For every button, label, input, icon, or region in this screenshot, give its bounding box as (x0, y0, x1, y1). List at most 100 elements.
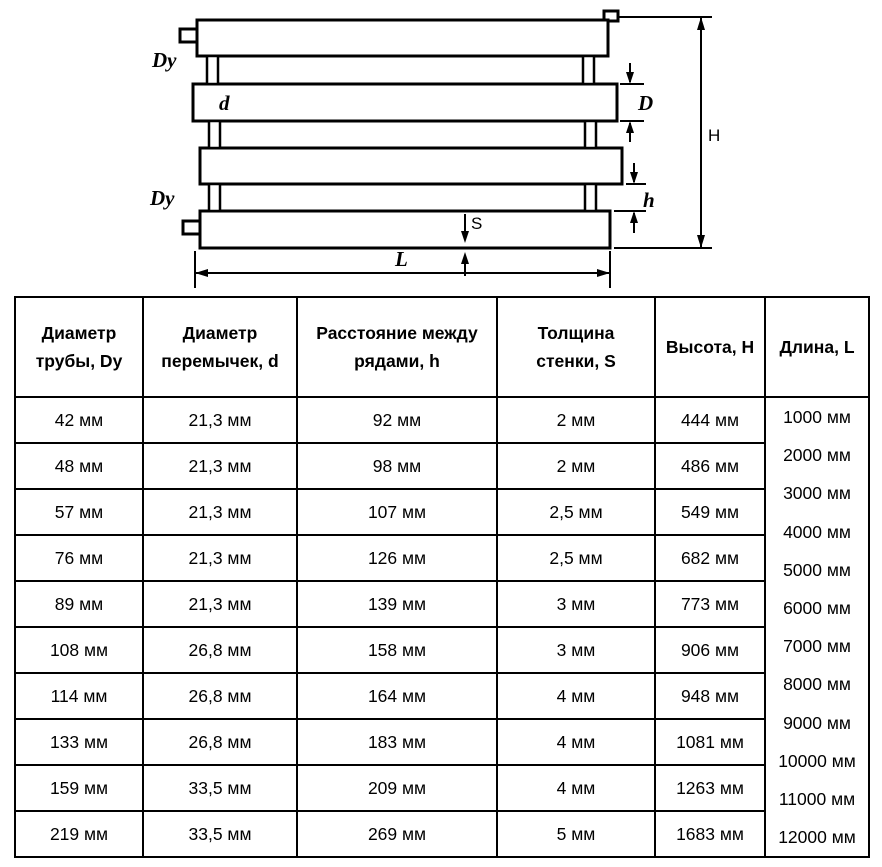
cell-h: 158 мм (296, 626, 498, 675)
cell-height: 1081 мм (654, 718, 766, 767)
header-row: Диаметр трубы, Dy Диаметр перемычек, d Р… (14, 296, 870, 398)
arrowhead (630, 172, 638, 184)
cell-dy: 159 мм (14, 764, 144, 813)
label-d: d (219, 91, 230, 115)
cell-s: 2,5 мм (496, 534, 656, 583)
length-value: 6000 мм (783, 598, 851, 619)
cell-dy: 219 мм (14, 810, 144, 859)
length-value: 1000 мм (783, 407, 851, 427)
table-row: 42 мм 21,3 мм 92 мм 2 мм 444 мм 1000 мм … (14, 395, 870, 859)
length-value: 8000 мм (783, 674, 851, 695)
cell-h: 209 мм (296, 764, 498, 813)
cell-dy: 89 мм (14, 580, 144, 629)
table-row: 108 мм 26,8 мм 158 мм 3 мм 906 мм (14, 626, 869, 675)
cell-s: 3 мм (496, 580, 656, 629)
register-drawing: Dy d Dy D h H S L (149, 9, 720, 288)
cell-dy: 108 мм (14, 626, 144, 675)
label-D: D (637, 91, 653, 115)
connector (583, 182, 598, 213)
header-row-spacing: Расстояние между рядами, h (296, 296, 498, 398)
header-height: Высота, H (654, 296, 766, 398)
connector (205, 54, 220, 86)
header-bridge-diameter: Диаметр перемычек, d (142, 296, 298, 398)
length-value: 2000 мм (783, 445, 851, 466)
cell-d: 21,3 мм (142, 488, 298, 537)
table-row: 57 мм 21,3 мм 107 мм 2,5 мм 549 мм (14, 488, 869, 537)
spec-table: Диаметр трубы, Dy Диаметр перемычек, d Р… (14, 296, 870, 859)
cell-height: 1263 мм (654, 764, 766, 813)
cell-h: 107 мм (296, 488, 498, 537)
length-value: 11000 мм (778, 789, 856, 810)
cell-s: 4 мм (496, 672, 656, 721)
tube-row-4 (198, 209, 612, 250)
cell-dy: 48 мм (14, 442, 144, 491)
cell-s: 4 мм (496, 764, 656, 813)
label-h: h (643, 188, 655, 212)
cell-s: 2,5 мм (496, 488, 656, 537)
cell-height: 948 мм (654, 672, 766, 721)
cell-d: 26,8 мм (142, 718, 298, 767)
connector (207, 182, 222, 213)
cell-s: 4 мм (496, 718, 656, 767)
connector (581, 54, 596, 86)
arrowhead (626, 121, 634, 133)
cell-d: 33,5 мм (142, 764, 298, 813)
cell-s: 5 мм (496, 810, 656, 859)
label-S: S (471, 214, 482, 233)
connector (207, 119, 222, 150)
cell-d: 26,8 мм (142, 672, 298, 721)
cell-h: 183 мм (296, 718, 498, 767)
cell-dy: 57 мм (14, 488, 144, 537)
cell-dy: 133 мм (14, 718, 144, 767)
cell-d: 21,3 мм (142, 534, 298, 583)
cell-dy: 114 мм (14, 672, 144, 721)
cell-height: 773 мм (654, 580, 766, 629)
arrowhead (597, 269, 610, 277)
table-row: 159 мм 33,5 мм 209 мм 4 мм 1263 мм (14, 764, 869, 813)
tube-row-1 (195, 18, 610, 58)
cell-s: 2 мм (496, 395, 656, 445)
table-row: 76 мм 21,3 мм 126 мм 2,5 мм 682 мм (14, 534, 869, 583)
cell-height: 486 мм (654, 442, 766, 491)
arrowhead (461, 231, 469, 243)
arrowhead (195, 269, 208, 277)
cell-height: 906 мм (654, 626, 766, 675)
arrowhead (697, 17, 705, 30)
cell-h: 269 мм (296, 810, 498, 859)
label-H: H (708, 126, 720, 145)
table-row: 114 мм 26,8 мм 164 мм 4 мм 948 мм (14, 672, 869, 721)
cell-height: 444 мм (654, 395, 766, 445)
pipe-register-diagram: Dy d Dy D h H S L (0, 0, 882, 296)
arrowhead (461, 252, 469, 264)
cell-s: 2 мм (496, 442, 656, 491)
length-value: 4000 мм (783, 521, 851, 542)
cell-height: 549 мм (654, 488, 766, 537)
cell-d: 26,8 мм (142, 626, 298, 675)
cell-dy: 42 мм (14, 395, 144, 445)
header-wall-thickness: Толщина стенки, S (496, 296, 656, 398)
label-dy-top: Dy (151, 48, 177, 72)
length-value: 5000 мм (783, 559, 851, 580)
connector (583, 119, 598, 150)
cell-d: 21,3 мм (142, 442, 298, 491)
cell-h: 92 мм (296, 395, 498, 445)
outlet-stub-bottom (181, 219, 202, 236)
label-dy-bottom: Dy (149, 186, 175, 210)
cell-dy: 76 мм (14, 534, 144, 583)
length-value: 7000 мм (783, 636, 851, 657)
cell-length-list: 1000 мм 2000 мм 3000 мм 4000 мм 5000 мм … (764, 395, 870, 859)
arrowhead (697, 235, 705, 248)
label-L: L (394, 247, 408, 271)
table-row: 89 мм 21,3 мм 139 мм 3 мм 773 мм (14, 580, 869, 629)
table-row: 48 мм 21,3 мм 98 мм 2 мм 486 мм (14, 442, 869, 491)
length-value: 12000 мм (778, 827, 856, 848)
inlet-stub-top (178, 27, 199, 44)
cell-height: 682 мм (654, 534, 766, 583)
cell-d: 33,5 мм (142, 810, 298, 859)
cell-height: 1683 мм (654, 810, 766, 859)
header-length: Длина, L (764, 296, 870, 398)
arrowhead (630, 211, 638, 223)
cell-s: 3 мм (496, 626, 656, 675)
length-value: 3000 мм (783, 483, 851, 504)
arrowhead (626, 72, 634, 84)
